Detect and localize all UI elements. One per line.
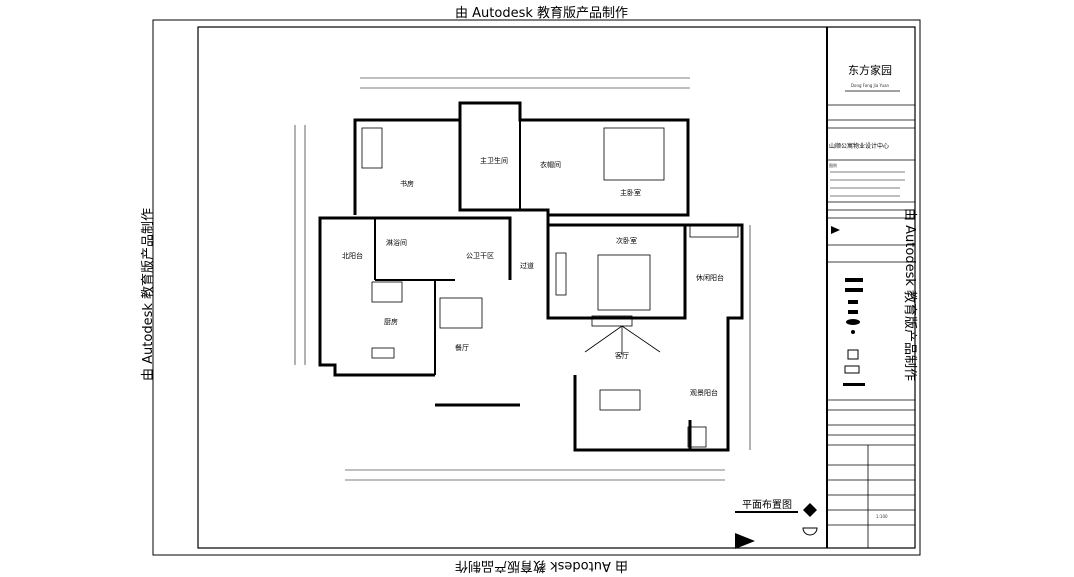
north-marker-icon (803, 503, 817, 517)
room-dining: 餐厅 (455, 343, 469, 352)
second-bed (597, 254, 651, 311)
outer-border (152, 19, 921, 556)
room-master-bedroom: 主卧室 (620, 188, 641, 197)
company-name: 东方家园 (848, 63, 892, 77)
room-shower: 淋浴间 (386, 238, 407, 247)
watermark-top: 由 Autodesk 教育版产品制作 (455, 6, 628, 21)
room-north-balcony: 北阳台 (342, 251, 363, 260)
room-master-bath: 主卫生间 (480, 156, 508, 165)
project-name: 山顺公寓物业设计中心 (829, 142, 889, 150)
scale: 1:100 (876, 514, 888, 519)
title-block: 东方家园 Dong Fang Jia Yuan 山顺公寓物业设计中心 图例 1:… (826, 27, 915, 548)
direction-arrow-icon (735, 533, 755, 549)
study-desk (361, 127, 383, 169)
room-corridor: 过道 (520, 261, 534, 270)
room-view-balcony: 观景阳台 (690, 388, 718, 397)
furniture (361, 127, 739, 448)
legend-title: 图例 (829, 162, 837, 168)
section-marker-icon (802, 527, 818, 536)
master-bed (603, 127, 665, 181)
drawing-title: 平面布置图 (742, 499, 792, 511)
room-study: 书房 (400, 179, 414, 188)
room-closet: 衣帽间 (540, 160, 561, 169)
room-kitchen: 厨房 (384, 317, 398, 326)
dimension-lines (294, 77, 751, 481)
dining-table (439, 297, 483, 329)
room-labels: 书房 主卫生间 衣帽间 主卧室 次卧室 休闲阳台 北阳台 淋浴间 公卫干区 过道… (342, 156, 724, 397)
walls (318, 101, 744, 452)
sofa (599, 389, 641, 411)
drawing-frame (197, 26, 916, 549)
room-living: 客厅 (615, 351, 629, 360)
room-leisure-balcony: 休闲阳台 (696, 273, 724, 282)
tv-cabinet (591, 315, 633, 327)
company-subtitle: Dong Fang Jia Yuan (851, 83, 890, 88)
wardrobe (555, 252, 567, 296)
room-public-dry-area: 公卫干区 (466, 252, 494, 260)
room-second-bedroom: 次卧室 (616, 236, 637, 245)
arrow-icon (831, 226, 840, 234)
